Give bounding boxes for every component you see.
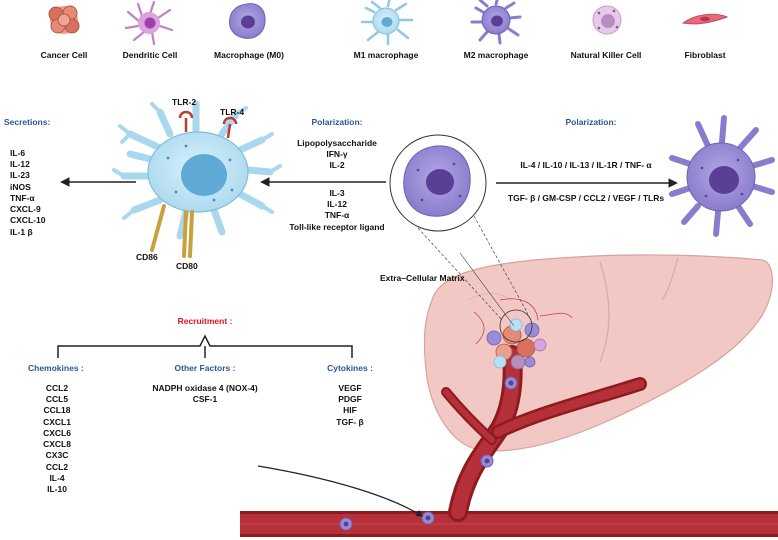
secretion-item: IL-1 β bbox=[10, 226, 33, 237]
legend-m1-macrophage: M1 macrophage bbox=[353, 50, 419, 60]
polarization-m1-title: Polarization: bbox=[311, 117, 363, 127]
polarization-item: IFN-γ bbox=[326, 149, 348, 160]
polarization-m1-group-a: Lipopolysaccharide IFN-γ IL-2 bbox=[262, 138, 412, 172]
chemokine-item: CCL18 bbox=[43, 405, 71, 416]
cytokine-item: HIF bbox=[343, 405, 357, 416]
chemokine-item: CXCL1 bbox=[43, 416, 71, 427]
chemokines-list: CCL2 CCL5 CCL18 CXCL1 CXCL6 CXCL8 CX3C C… bbox=[28, 383, 86, 495]
recruitment-arrow bbox=[257, 465, 424, 517]
m2-macrophage-large bbox=[669, 115, 775, 237]
secretions-list: IL-6 IL-12 IL-23 iNOS TNF-α CXCL-9 CXCL-… bbox=[10, 148, 45, 238]
dendritic-cell-icon bbox=[124, 0, 174, 46]
chemokine-item: CCL2 bbox=[45, 461, 69, 472]
legend-natural-killer-cell: Natural Killer Cell bbox=[570, 50, 642, 60]
legend-m2-macrophage: M2 macrophage bbox=[463, 50, 529, 60]
secretion-item: CXCL-9 bbox=[10, 204, 41, 215]
m1-macrophage-icon bbox=[360, 0, 414, 46]
polarization-m2-line-1: IL-4 / IL-10 / IL-13 / IL-1R / TNF- α bbox=[520, 160, 652, 170]
m2-macrophage-icon bbox=[470, 0, 522, 45]
polarization-item: Lipopolysaccharide bbox=[297, 138, 377, 148]
secretion-item: IL-6 bbox=[10, 148, 26, 158]
polarization-item: IL-12 bbox=[327, 199, 347, 210]
secretion-item: IL-23 bbox=[10, 170, 30, 181]
secretion-item: iNOS bbox=[10, 181, 31, 192]
chemokine-item: IL-10 bbox=[47, 483, 67, 494]
cd80-label: CD80 bbox=[176, 261, 198, 271]
cd86-label: CD86 bbox=[136, 252, 158, 262]
cytokine-item: VEGF bbox=[338, 383, 362, 393]
tlr-2-label: TLR-2 bbox=[172, 97, 197, 107]
polarization-item: IL-2 bbox=[329, 160, 345, 171]
cytokines-list: VEGF PDGF HIF TGF- β bbox=[315, 383, 385, 428]
chemokine-item: CXCL8 bbox=[43, 439, 71, 450]
other-factors-list: NADPH oxidase 4 (NOX-4) CSF-1 bbox=[120, 383, 290, 405]
cytokines-title: Cytokines : bbox=[327, 363, 373, 373]
other-factor-item: NADPH oxidase 4 (NOX-4) bbox=[152, 383, 258, 393]
polarization-item: Toll-like receptor ligand bbox=[289, 221, 385, 232]
polarization-m2-title: Polarization: bbox=[565, 117, 617, 127]
macrophage-m0-icon bbox=[229, 3, 266, 39]
cytokine-item: PDGF bbox=[338, 394, 362, 405]
recruitment-bracket bbox=[57, 334, 353, 358]
chemokines-title: Chemokines : bbox=[28, 363, 84, 373]
cd80-marker-icon bbox=[182, 210, 194, 258]
secretion-item: IL-12 bbox=[10, 159, 30, 170]
ecm-label: Extra–Cellular Matrix bbox=[380, 273, 465, 283]
cytokine-item: TGF- β bbox=[336, 416, 364, 427]
recruitment-title: Recruitment : bbox=[177, 316, 233, 326]
chemokine-item: CXCL6 bbox=[43, 427, 71, 438]
cd86-marker-icon bbox=[150, 204, 166, 252]
fibroblast-icon bbox=[681, 13, 729, 25]
cancer-cell-icon bbox=[48, 5, 80, 34]
legend-macrophage-m0: Macrophage (M0) bbox=[214, 50, 284, 60]
polarization-item: IL-3 bbox=[329, 188, 345, 198]
natural-killer-cell-icon bbox=[592, 5, 622, 35]
legend-dendritic-cell: Dendritic Cell bbox=[122, 50, 178, 60]
blood-vessel bbox=[240, 345, 778, 537]
polarization-m1-group-b: IL-3 IL-12 TNF-α Toll-like receptor liga… bbox=[262, 188, 412, 233]
polarization-m2-line-2: TGF- β / GM-CSP / CCL2 / VEGF / TLRs bbox=[507, 193, 665, 203]
tlr-4-receptor-icon bbox=[222, 116, 238, 139]
chemokine-item: CX3C bbox=[45, 450, 69, 461]
secretion-item: TNF-α bbox=[10, 192, 35, 203]
other-factor-item: CSF-1 bbox=[192, 394, 218, 405]
legend-cancer-cell: Cancer Cell bbox=[40, 50, 88, 60]
secretions-title: Secretions: bbox=[4, 117, 51, 127]
chemokine-item: CCL5 bbox=[45, 394, 69, 405]
chemokine-item: IL-4 bbox=[49, 472, 65, 483]
tlr-4-label: TLR-4 bbox=[220, 107, 245, 117]
other-factors-title: Other Factors : bbox=[174, 363, 236, 373]
polarization-item: TNF-α bbox=[324, 210, 350, 221]
tlr-2-receptor-icon bbox=[178, 110, 194, 132]
chemokine-item: CCL2 bbox=[45, 383, 69, 393]
legend-fibroblast: Fibroblast bbox=[684, 50, 726, 60]
tumor-cluster bbox=[473, 298, 573, 370]
m1-macrophage-large bbox=[112, 100, 282, 240]
secretion-item: CXCL-10 bbox=[10, 215, 46, 226]
macrophage-zoom-circle bbox=[389, 134, 487, 232]
